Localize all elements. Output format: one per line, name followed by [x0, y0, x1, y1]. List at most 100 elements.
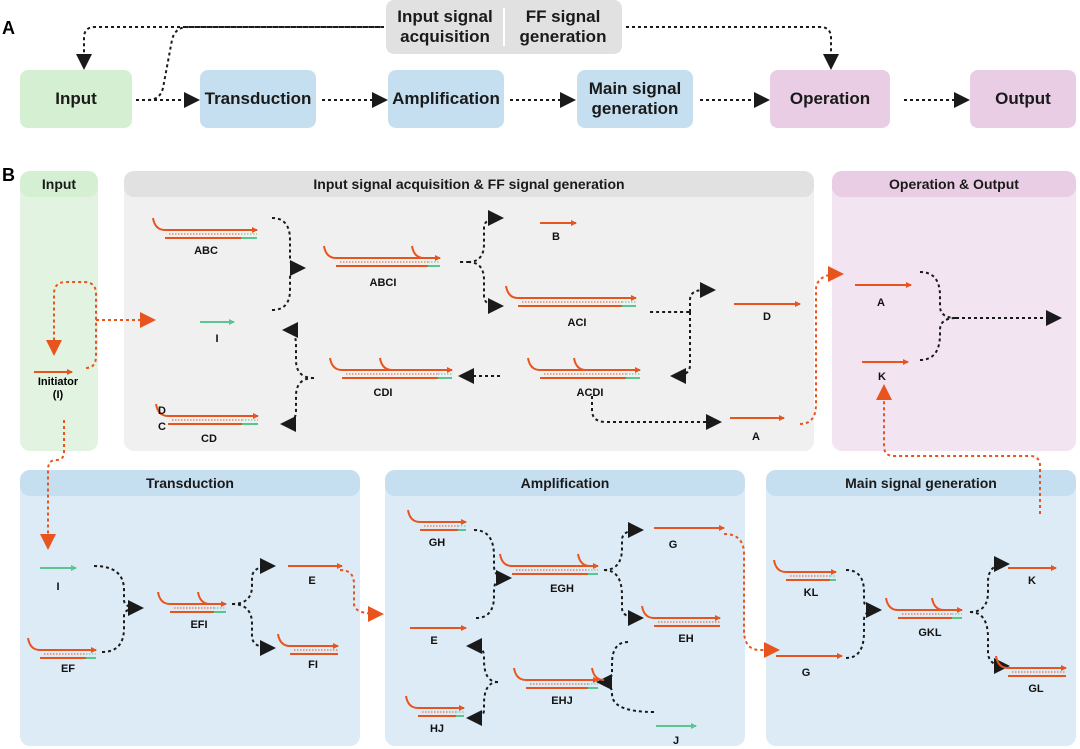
species-label-fi: FI — [308, 659, 318, 671]
acquisition-label: Input signal acquisition — [397, 6, 493, 46]
strand-curl — [323, 245, 337, 259]
strand-arrowhead — [779, 415, 785, 421]
strand-arrowhead — [906, 282, 912, 288]
input-panel — [20, 171, 98, 451]
species-label-abc: ABC — [194, 245, 218, 257]
step-operation: Operation — [770, 70, 890, 128]
species-label-gkl: GKL — [918, 627, 942, 639]
step-transduction: Transduction — [200, 70, 316, 128]
strand-arrowhead — [333, 643, 339, 649]
strand-curl — [499, 553, 513, 567]
strand-arrowhead — [252, 227, 258, 233]
strand-curl — [513, 667, 527, 681]
acquisition-header: Input signal acquisition & FF signal gen… — [124, 171, 814, 197]
species-label-egh: EGH — [550, 583, 574, 595]
species-label-abci: ABCI — [369, 277, 397, 289]
strand-arrowhead — [593, 677, 599, 683]
strand-arrowhead — [831, 569, 837, 575]
strand-arrowhead — [71, 565, 77, 571]
strand-arrowhead — [957, 607, 963, 613]
acquisition-arrows — [271, 210, 722, 432]
strand-arrowhead — [715, 615, 721, 621]
strand-layer — [27, 217, 1067, 729]
species-label-efi: EFI — [190, 619, 208, 631]
strand-arrowhead — [221, 601, 227, 607]
strand-arrowhead — [67, 369, 73, 375]
species-label-aci: ACI — [567, 317, 587, 329]
ff-generation-label: FF signal generation — [519, 6, 607, 46]
strand-arrowhead — [461, 519, 467, 525]
species-label-eh: EH — [678, 633, 694, 645]
panel-a-arrows — [76, 26, 970, 108]
species-label-e: E — [308, 575, 316, 587]
strand-curl — [277, 633, 291, 647]
operation-arrows — [919, 271, 1062, 361]
strand-curl — [641, 605, 655, 619]
main-signal-panel — [766, 470, 1076, 746]
species-label-j: J — [672, 735, 680, 747]
strand-curl — [152, 217, 166, 231]
strand-arrowhead — [447, 367, 453, 373]
strand-arrowhead — [435, 255, 441, 261]
species-label-a: A — [877, 297, 885, 309]
species-label-cdi: CDI — [373, 387, 393, 399]
species-label-k: K — [878, 371, 886, 383]
strand-curl — [577, 553, 591, 567]
acquisition-panel — [124, 171, 814, 451]
species-label-c: C — [158, 421, 166, 433]
opout-header: Operation & Output — [832, 171, 1076, 197]
strand-curl — [197, 591, 211, 605]
strand-curl — [573, 357, 587, 371]
divider — [503, 8, 505, 46]
step-output: Output — [970, 70, 1076, 128]
species-label-k: K — [1028, 575, 1036, 587]
species-label-hj: HJ — [429, 723, 445, 735]
orange-flows — [40, 266, 1041, 658]
strand-curl — [995, 655, 1009, 669]
strand-curl — [773, 559, 787, 573]
species-label-g: G — [668, 539, 678, 551]
step-input: Input — [20, 70, 132, 128]
strand-curl — [931, 597, 945, 611]
strand-curl — [27, 637, 41, 651]
strand-curl — [405, 695, 419, 709]
transduction-header: Transduction — [20, 470, 360, 496]
strand-curl — [407, 509, 421, 523]
species-label-i: I — [215, 333, 219, 345]
amplification-panel — [385, 470, 745, 746]
species-label-i: I — [56, 581, 60, 593]
strand-arrowhead — [1051, 565, 1057, 571]
input-header: Input — [20, 171, 98, 197]
step-amplification: Amplification — [388, 70, 504, 128]
strand-curl — [155, 403, 169, 417]
acquisition-ff-box: Input signal acquisition FF signal gener… — [386, 0, 622, 54]
strand-arrowhead — [635, 367, 641, 373]
transduction-arrows — [93, 558, 276, 656]
species-label-d: D — [763, 311, 771, 323]
strand-curl — [379, 357, 393, 371]
strand-curl — [591, 667, 605, 681]
species-label-b: B — [552, 231, 560, 243]
strand-arrowhead — [903, 359, 909, 365]
species-label-gl: GL — [1028, 683, 1044, 695]
species-label-gh: GH — [428, 537, 446, 549]
strand-arrowhead — [837, 653, 843, 659]
strand-arrowhead — [571, 220, 577, 226]
amplification-header: Amplification — [385, 470, 745, 496]
main-arrows — [845, 556, 1010, 674]
strand-arrowhead — [593, 563, 599, 569]
species-label-acdi: ACDI — [576, 387, 604, 399]
strand-arrowhead — [459, 705, 465, 711]
species-label-ehj: EHJ — [551, 695, 573, 707]
strand-curl — [527, 357, 541, 371]
species-label-d: D — [158, 405, 166, 417]
strand-arrowhead — [1061, 665, 1067, 671]
species-label-kl: KL — [803, 587, 819, 599]
strand-arrowhead — [691, 723, 697, 729]
strand-arrowhead — [91, 647, 97, 653]
opout-panel — [832, 171, 1076, 451]
strand-arrowhead — [229, 319, 235, 325]
panel-a-label: A — [2, 18, 15, 38]
species-label-a: A — [752, 431, 760, 443]
